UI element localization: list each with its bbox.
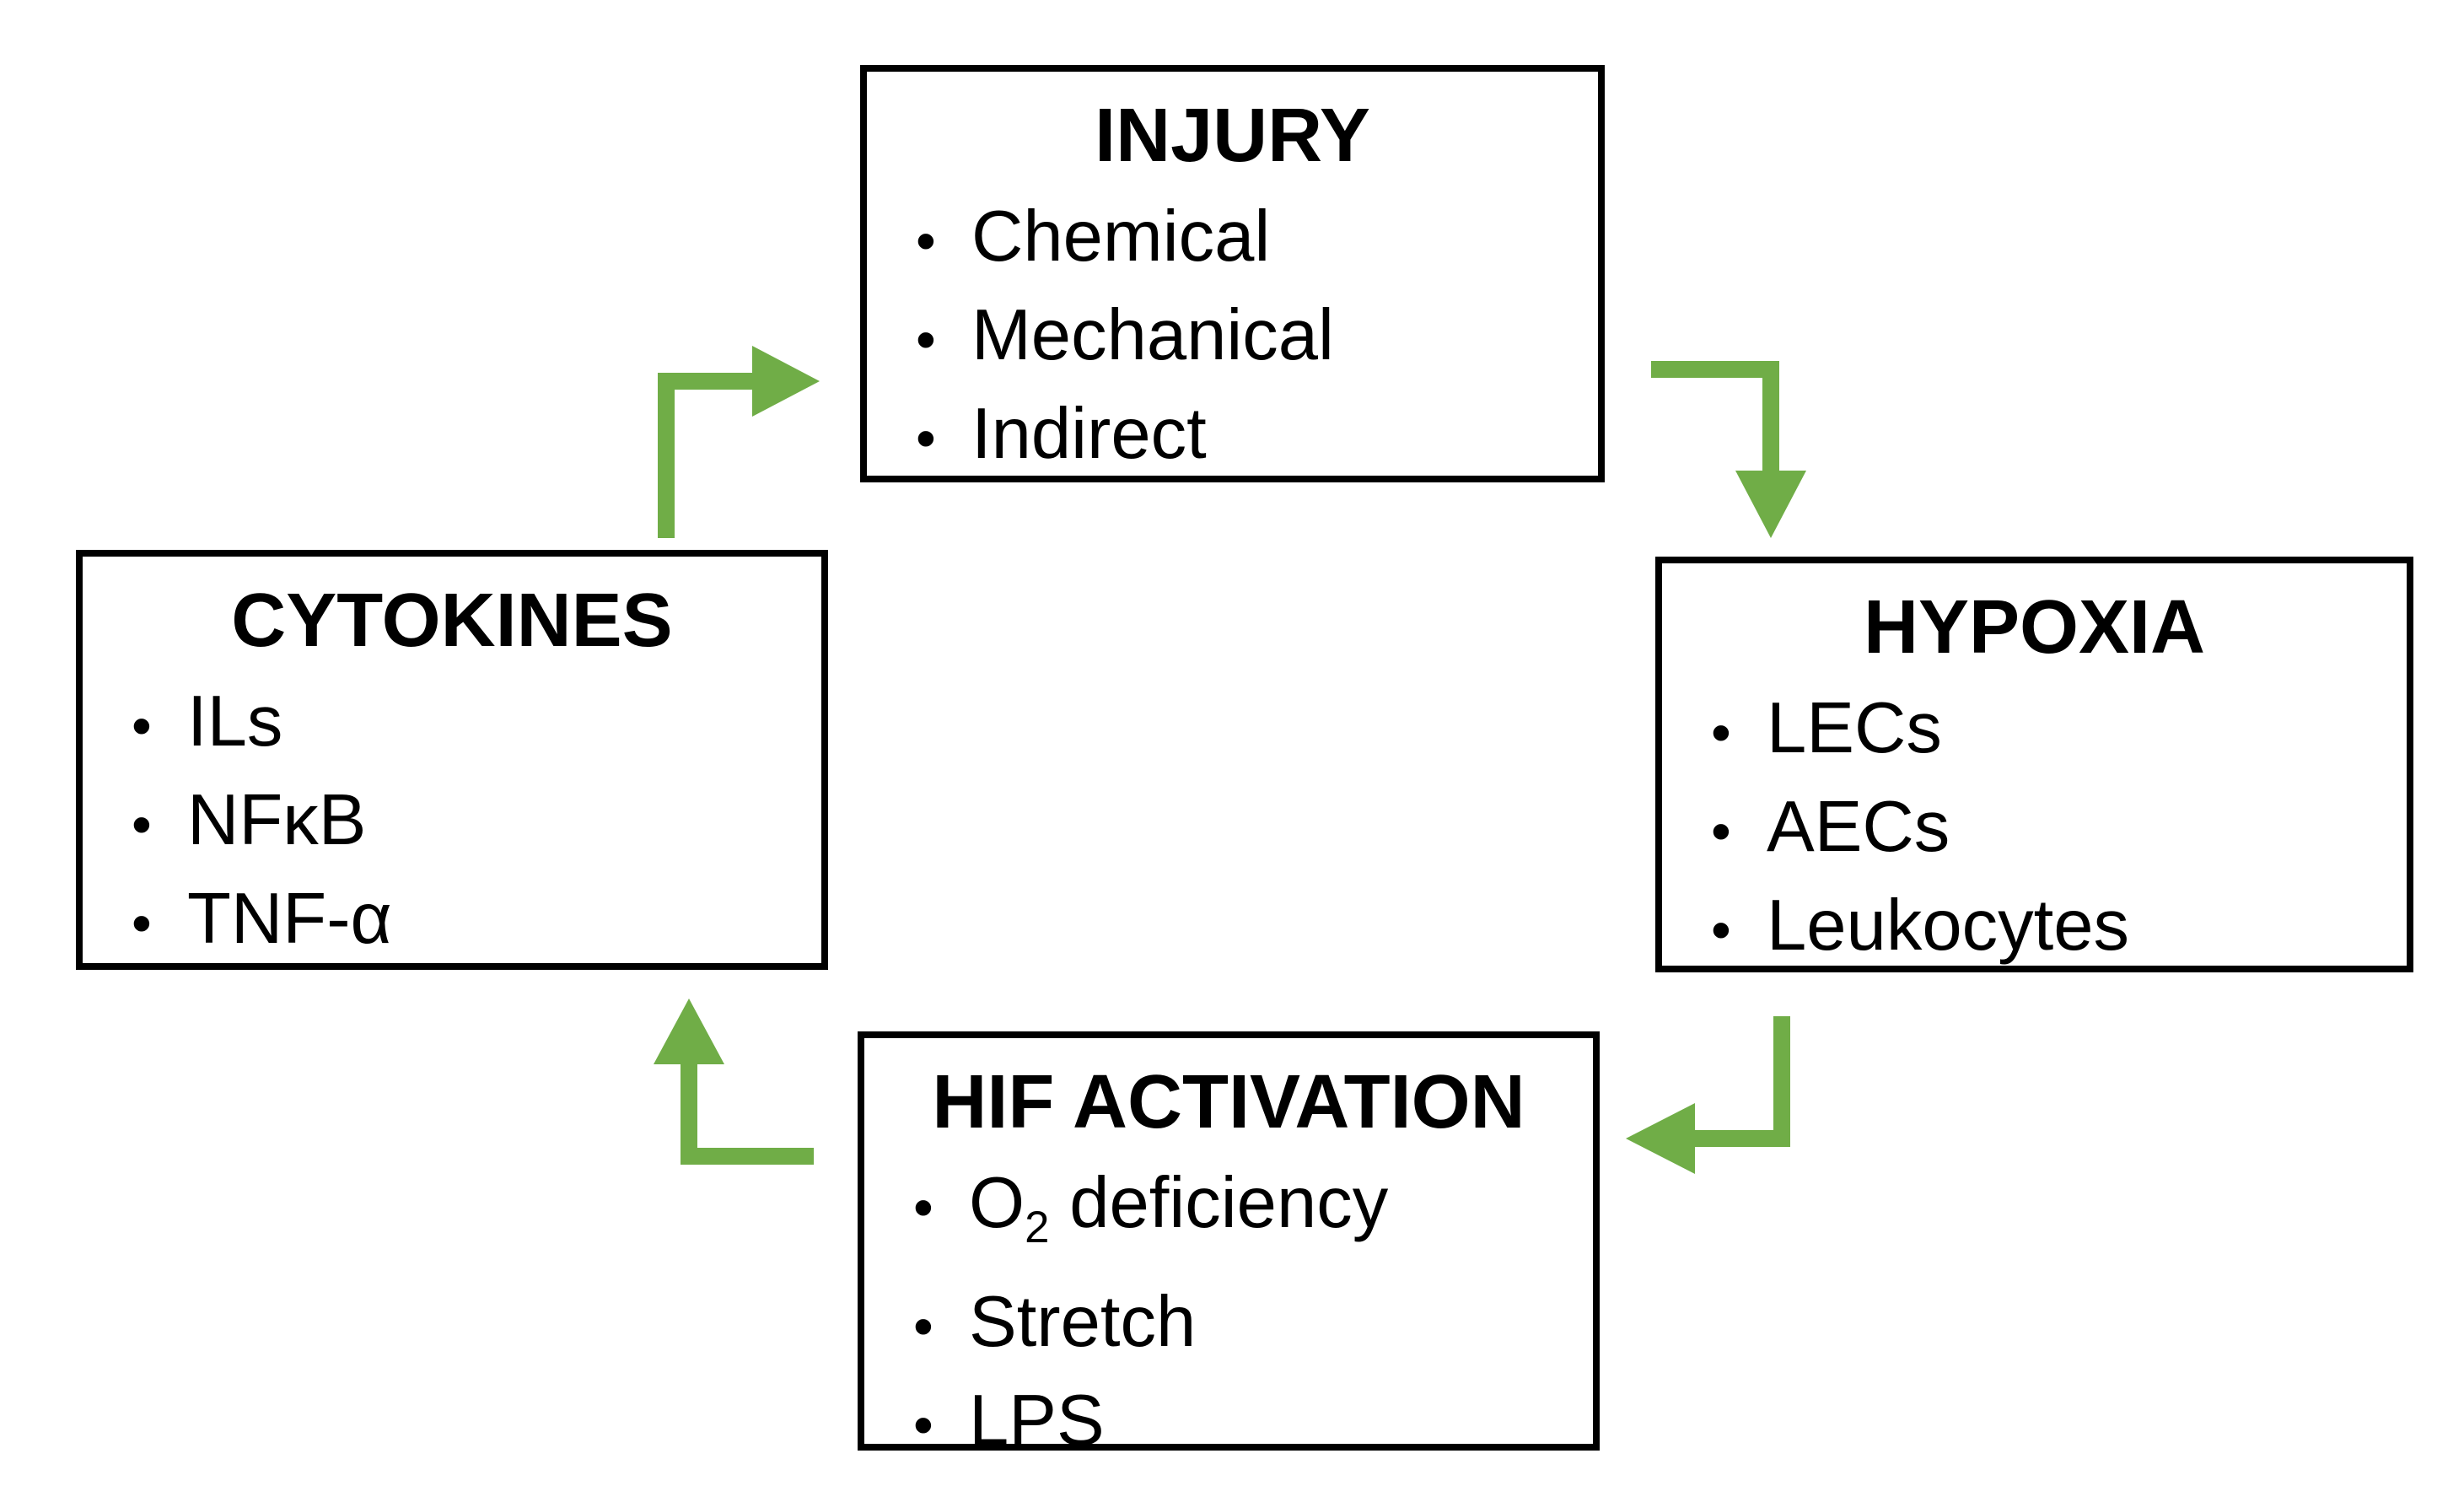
bullet-text: TNF-α: [187, 879, 392, 959]
arrow-cytokines-to-injury: [658, 346, 820, 538]
bullet-item: • Chemical: [916, 190, 1598, 288]
bullet-text: AECs: [1767, 787, 1950, 867]
bullet-text: Mechanical: [971, 295, 1334, 375]
bullet-item: • Mechanical: [916, 288, 1598, 387]
hypoxia-bullet-list: • LECs • AECs • Leukocytes: [1662, 681, 2407, 977]
bullet-item: • TNF-α: [132, 872, 821, 971]
bullet-marker: •: [913, 1393, 933, 1457]
hif-title: HIF ACTIVATION: [932, 1060, 1525, 1144]
bullet-item: • LECs: [1711, 681, 2407, 780]
arrow-hypoxia-to-hif: [1626, 1016, 1790, 1174]
bullet-marker: •: [1711, 898, 1731, 962]
subscript-2: 2: [1025, 1203, 1050, 1252]
bullet-text: Leukocytes: [1767, 886, 2129, 966]
bullet-marker: •: [1711, 701, 1731, 765]
bullet-marker: •: [1711, 799, 1731, 864]
bullet-marker: •: [913, 1295, 933, 1359]
bullet-item: • ILs: [132, 675, 821, 773]
bullet-marker: •: [132, 891, 152, 956]
arrow-hif-to-cytokines: [654, 999, 814, 1165]
bullet-text: Indirect: [971, 394, 1207, 474]
injury-title: INJURY: [1095, 94, 1370, 178]
bullet-item: • LPS: [913, 1374, 1593, 1472]
bullet-marker: •: [916, 406, 936, 471]
bullet-item: • Indirect: [916, 387, 1598, 486]
bullet-item: • NFκB: [132, 773, 821, 872]
hypoxia-box: HYPOXIA • LECs • AECs • Leukocytes: [1655, 557, 2413, 972]
bullet-marker: •: [132, 793, 152, 857]
cytokines-bullet-list: • ILs • NFκB • TNF-α: [83, 675, 821, 971]
bullet-item: • Leukocytes: [1711, 879, 2407, 977]
bullet-marker: •: [916, 209, 936, 273]
bullet-text: Chemical: [971, 196, 1271, 277]
cytokines-title: CYTOKINES: [231, 579, 673, 663]
bullet-item: • Stretch: [913, 1275, 1593, 1374]
bullet-text: NFκB: [187, 780, 367, 860]
bullet-text: ILs: [187, 681, 283, 762]
bullet-item: • AECs: [1711, 780, 2407, 879]
injury-bullet-list: • Chemical • Mechanical • Indirect: [867, 190, 1598, 486]
bullet-marker: •: [916, 308, 936, 372]
arrow-injury-to-hypoxia: [1651, 361, 1806, 538]
hypoxia-title: HYPOXIA: [1863, 585, 2206, 670]
bullet-text: Stretch: [969, 1282, 1197, 1362]
bullet-text: LPS: [969, 1381, 1105, 1461]
cytokines-box: CYTOKINES • ILs • NFκB • TNF-α: [76, 550, 828, 970]
bullet-marker: •: [913, 1176, 933, 1240]
bullet-marker: •: [132, 694, 152, 758]
injury-box: INJURY • Chemical • Mechanical • Indirec…: [860, 65, 1605, 482]
bullet-text: LECs: [1767, 688, 1942, 768]
